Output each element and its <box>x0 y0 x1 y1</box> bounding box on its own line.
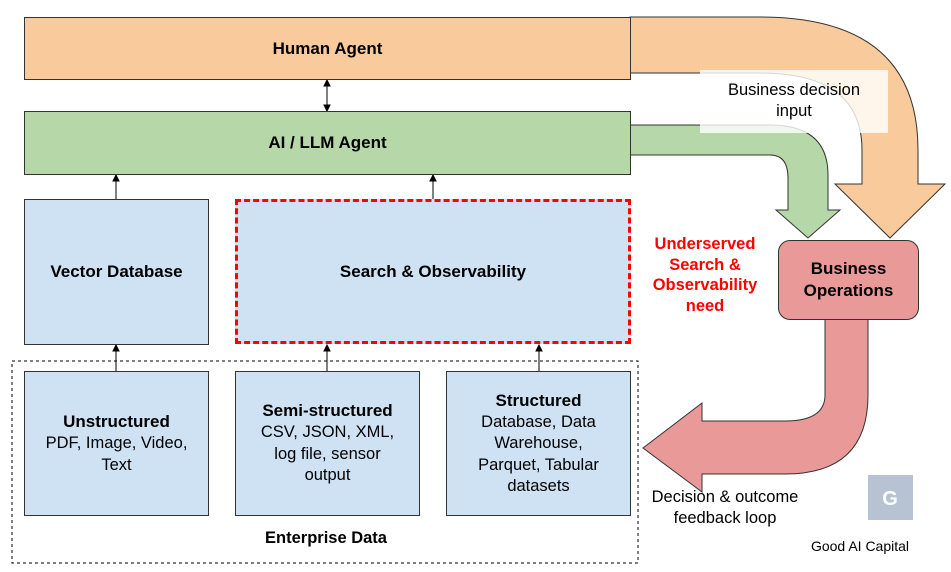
llm-to-business-arrow <box>629 124 842 239</box>
enterprise-data-label: Enterprise Data <box>265 529 387 547</box>
underserved-label: Underserved Search & Observability need <box>652 235 758 315</box>
vector-database-label: Vector Database <box>50 262 183 281</box>
human-agent-label: Human Agent <box>272 38 383 58</box>
arrowhead-up <box>323 78 331 87</box>
logo-mark-icon <box>868 475 913 520</box>
search-observability-box: Search & Observability <box>235 199 631 344</box>
arrowhead-up <box>429 173 437 182</box>
arrowhead-up <box>323 343 331 352</box>
arrowhead-up <box>112 173 120 182</box>
llm-agent-label: AI / LLM Agent <box>268 133 387 152</box>
feedback-loop-arrow <box>642 317 869 493</box>
feedback-loop-label: Decision & outcome feedback loop <box>651 488 799 527</box>
human-agent-box: Human Agent <box>24 17 631 80</box>
semi-structured-data-box: Semi-structured CSV, JSON, XML, log file… <box>235 371 420 516</box>
vector-database-box: Vector Database <box>24 199 209 345</box>
enterprise-data-container <box>11 360 639 564</box>
business-operations-box: Business Operations <box>778 240 919 320</box>
business-input-label-panel <box>700 70 888 133</box>
search-observability-label: Search & Observability <box>339 261 527 281</box>
svg-text:G: G <box>882 488 898 510</box>
business-decision-input-label: Business decision input <box>727 81 861 120</box>
llm-agent-box: AI / LLM Agent <box>24 111 631 175</box>
arrowhead-up <box>535 343 543 352</box>
logo-text: Good AI Capital <box>810 538 910 554</box>
unstructured-data-box: Unstructured PDF, Image, Video, Text <box>24 371 209 516</box>
arrowhead-up <box>112 343 120 352</box>
arrowhead-down <box>323 104 331 113</box>
structured-data-box: Structured Database, Data Warehouse, Par… <box>446 371 631 516</box>
